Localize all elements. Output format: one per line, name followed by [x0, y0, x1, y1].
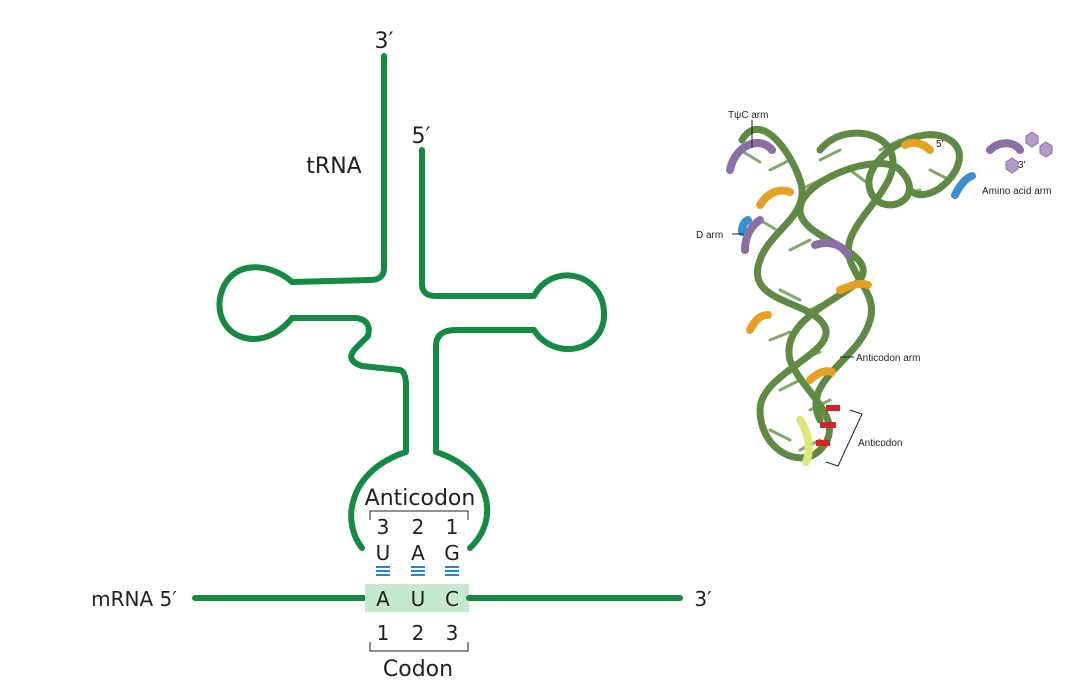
- ribbon-leader-lines: [732, 120, 863, 467]
- d-arm-label: D arm: [696, 230, 723, 241]
- trna-label: tRNA: [306, 154, 361, 179]
- ribbon-orange-segment: [901, 138, 934, 154]
- anticodon-base: G: [444, 541, 460, 565]
- codon-box: [365, 584, 469, 612]
- codon-number: 1: [377, 621, 390, 645]
- base-pair-bonds: [376, 566, 459, 576]
- anticodon-bracket: [369, 510, 469, 520]
- ribbon-purple-segment: [811, 239, 852, 259]
- mrna-three-prime-label: 3′: [694, 587, 712, 611]
- codon-number: 2: [412, 621, 425, 645]
- amino-acid-arm-label: Amino acid arm: [982, 186, 1051, 197]
- ribbon-orange-segment: [806, 367, 836, 384]
- anticodon-arm-label: Anticodon arm: [856, 353, 920, 364]
- trna-strand-left: [216, 53, 409, 551]
- mrna-label: mRNA 5′: [91, 587, 177, 611]
- anticodon-base: U: [376, 541, 391, 565]
- anticodon-number: 2: [412, 515, 425, 539]
- trna-schematic: 3′ 5′ tRNA Anticodon 3 2 1 U A G A U C m…: [91, 29, 712, 682]
- codon-label: Codon: [383, 657, 453, 682]
- ribbon-orange-segment: [836, 279, 872, 294]
- ribbon-blue-segment: [951, 172, 976, 199]
- anticodon-label: Anticodon: [365, 486, 476, 511]
- ribbon-base-rings: [1005, 131, 1053, 174]
- anticodon-number: 1: [446, 515, 459, 539]
- codon-base: C: [445, 587, 459, 611]
- ribbon-blue-segment: [738, 216, 752, 236]
- model-three-prime-label: 3′: [1018, 160, 1026, 171]
- three-prime-top-label: 3′: [375, 29, 394, 54]
- anticodon-number: 3: [377, 515, 390, 539]
- ribbon-backbone: [738, 125, 963, 462]
- ribbon-orange-segment: [756, 186, 794, 209]
- codon-base: U: [411, 587, 426, 611]
- trna-strand-right: [419, 147, 608, 551]
- ribbon-purple-segment: [741, 216, 764, 254]
- ribbon-anticodon-bases: [816, 405, 840, 446]
- tpsic-arm-label: TψC arm: [728, 110, 768, 121]
- codon-base: A: [376, 587, 390, 611]
- model-anticodon-label: Anticodon: [858, 438, 902, 449]
- codon-number: 3: [446, 621, 459, 645]
- anticodon-base: A: [411, 541, 425, 565]
- ribbon-purple-segment: [726, 138, 776, 174]
- trna-ribbon-model: TψC arm 5′ 3′ Amino acid arm D arm Antic…: [696, 110, 1053, 467]
- ribbon-orange-segment: [746, 311, 772, 334]
- model-five-prime-label: 5′: [936, 139, 944, 150]
- ribbon-yellow-segment: [796, 416, 813, 466]
- codon-bracket: [369, 642, 469, 652]
- ribbon-purple-segment: [986, 139, 1024, 154]
- ribbon-backbone-2: [812, 129, 897, 424]
- five-prime-top-label: 5′: [412, 124, 431, 149]
